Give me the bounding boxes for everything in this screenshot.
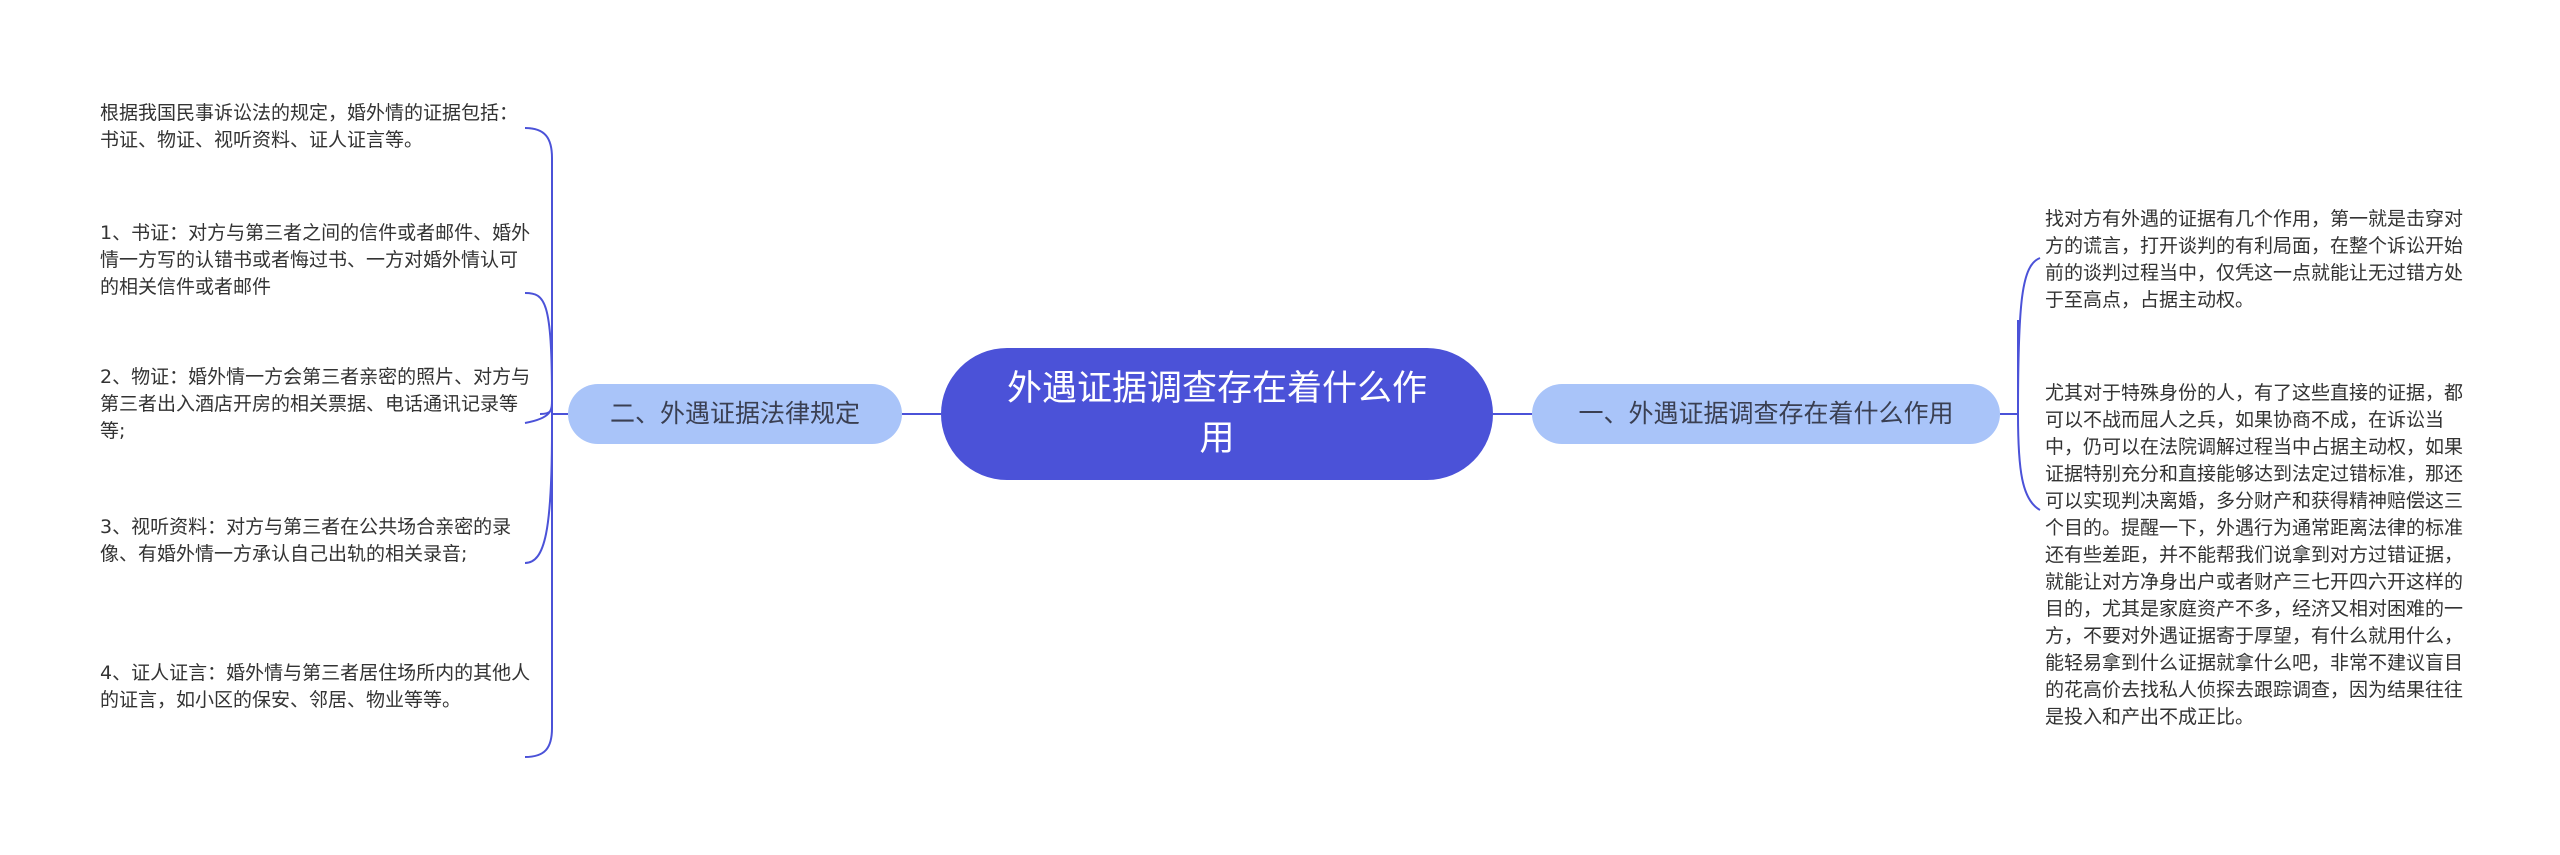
leaf-physical-evidence[interactable]: 2、物证：婚外情一方会第三者亲密的照片、对方与第三者出入酒店开房的相关票据、电话…: [100, 366, 531, 442]
bracket-left: [524, 127, 568, 758]
leaf-evidence-function[interactable]: 找对方有外遇的证据有几个作用，第一就是击穿对方的谎言，打开谈判的有利局面，在整个…: [2045, 208, 2464, 311]
leaf-documentary-evidence[interactable]: 1、书证：对方与第三者之间的信件或者邮件、婚外情一方写的认错书或者悔过书、一方对…: [100, 222, 531, 298]
leaf-audiovisual-evidence[interactable]: 3、视听资料：对方与第三者在公共场合亲密的录像、有婚外情一方承认自己出轨的相关录…: [100, 516, 512, 565]
branch-legal-provisions-label: 二、外遇证据法律规定: [609, 399, 860, 428]
central-topic-label: 外遇证据调查存在着什么作用: [1006, 369, 1427, 459]
central-topic[interactable]: 外遇证据调查存在着什么作用: [941, 348, 1493, 480]
leaf-evidence-types[interactable]: 根据我国民事诉讼法的规定，婚外情的证据包括：书证、物证、视听资料、证人证言等。: [100, 102, 519, 151]
branch-legal-provisions[interactable]: 二、外遇证据法律规定: [568, 384, 902, 444]
leaf-witness-testimony[interactable]: 4、证人证言：婚外情与第三者居住场所内的其他人的证言，如小区的保安、邻居、物业等…: [100, 662, 531, 711]
leaf-special-status-advice[interactable]: 尤其对于特殊身份的人，有了这些直接的证据，都可以不战而屈人之兵，如果协商不成，在…: [2045, 382, 2464, 728]
bracket-right: [2000, 257, 2041, 511]
branch-evidence-purpose[interactable]: 一、外遇证据调查存在着什么作用: [1532, 384, 2000, 444]
branch-evidence-purpose-label: 一、外遇证据调查存在着什么作用: [1578, 399, 1954, 428]
